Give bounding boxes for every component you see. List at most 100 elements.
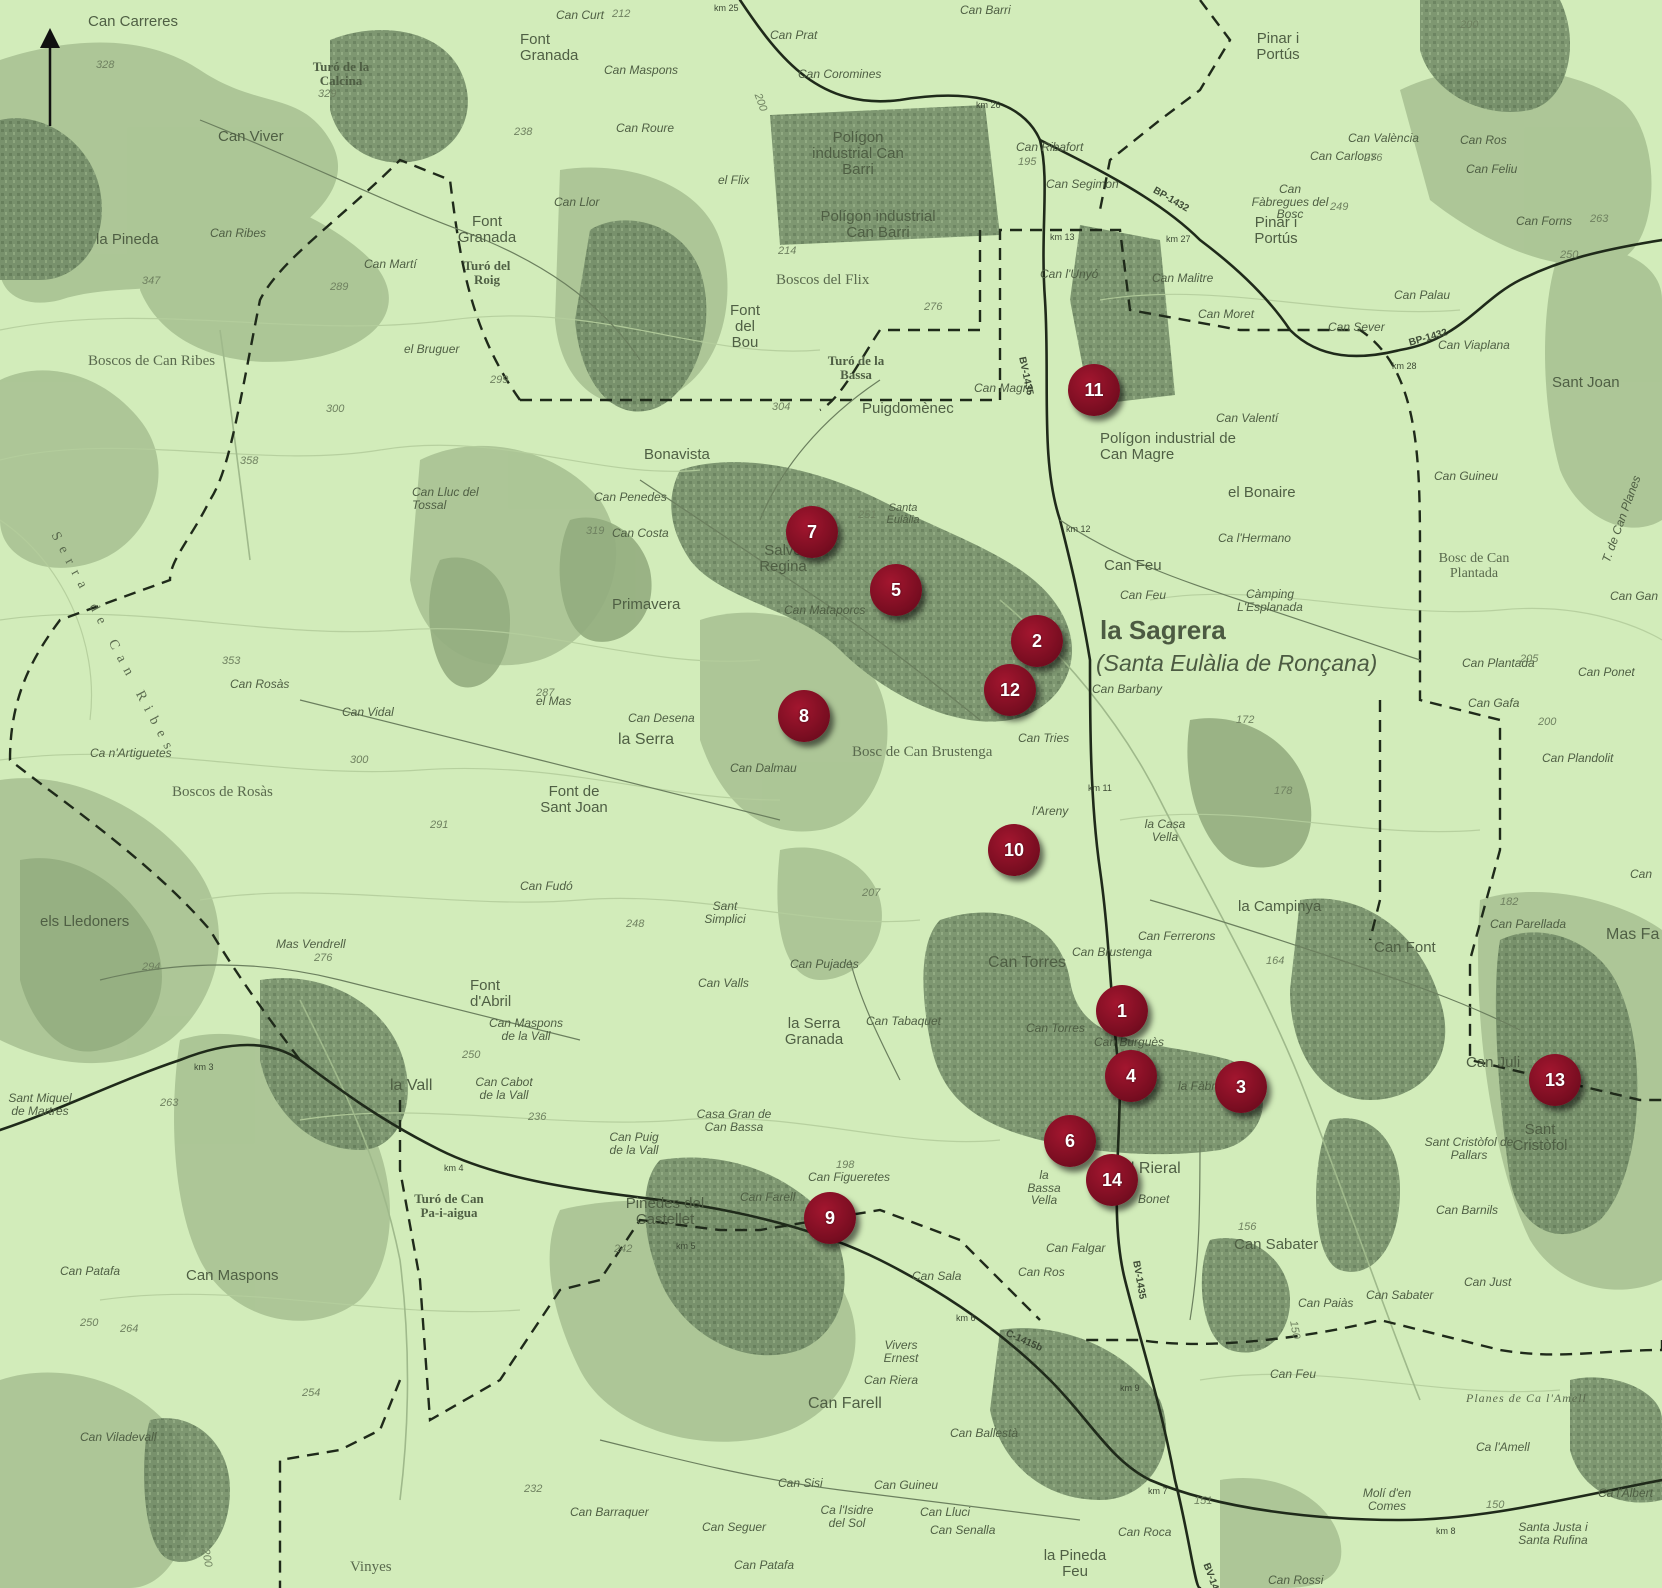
- place-label: Can Patafa: [60, 1264, 121, 1278]
- place-label: el Bonaire: [1228, 484, 1296, 501]
- km-mark: km 7: [1148, 1486, 1168, 1496]
- elevation-label: 254: [302, 1387, 321, 1399]
- place-label: Pinar i Portús: [1256, 30, 1300, 63]
- place-label: Primavera: [612, 596, 681, 613]
- place-label: Can Roca: [1118, 1525, 1172, 1539]
- place-label: Bosc de Can Brustenga: [852, 744, 993, 760]
- place-label: Can Curt: [556, 8, 605, 22]
- km-mark: km 11: [1088, 783, 1112, 793]
- place-label: Can Feliu: [1466, 162, 1518, 176]
- place-label: Sant Cristòfol: [1512, 1121, 1568, 1154]
- place-label: Can Guineu: [1434, 469, 1499, 483]
- km-mark: km 13: [1050, 232, 1075, 242]
- elevation-label: 250: [80, 1317, 99, 1329]
- map-marker-2[interactable]: 2: [1011, 615, 1063, 667]
- place-label: Can Penedes: [594, 490, 667, 504]
- place-label: el Mas: [536, 694, 572, 708]
- place-label: Can Gafa: [1468, 696, 1520, 710]
- place-label: Boscos de Rosàs: [172, 784, 273, 800]
- place-label: la Pineda: [96, 231, 159, 248]
- place-label: Can Tabaquet: [866, 1014, 941, 1028]
- km-mark: km 6: [956, 1313, 976, 1323]
- elevation-label: 200: [1538, 716, 1557, 728]
- place-label: Can Juli: [1466, 1054, 1521, 1071]
- map-marker-7[interactable]: 7: [786, 506, 838, 558]
- town-subtitle: (Santa Eulàlia de Ronçana): [1096, 650, 1378, 676]
- place-label: Can Segimon: [1046, 177, 1119, 191]
- elevation-label: 250: [1560, 249, 1579, 261]
- elevation-label: 182: [1500, 896, 1519, 908]
- place-label: Font Granada: [457, 213, 517, 246]
- elevation-label: 172: [1236, 714, 1255, 726]
- elevation-label: 287: [536, 687, 555, 699]
- marker-label: 1: [1116, 1000, 1127, 1021]
- place-label: Can Riera: [864, 1373, 919, 1387]
- place-label: Can Guineu: [874, 1478, 939, 1492]
- map-marker-10[interactable]: 10: [988, 824, 1040, 876]
- place-label: Can Font: [1374, 939, 1436, 956]
- elevation-label: 249: [1330, 201, 1349, 213]
- place-label: Can Carlons: [1310, 149, 1377, 163]
- place-label: Ca l'Isidre del Sol: [820, 1503, 874, 1530]
- km-mark: km 25: [714, 3, 739, 13]
- place-label: Can Parellada: [1490, 917, 1567, 931]
- place-label: Can Maspons: [604, 63, 679, 77]
- km-mark: km 9: [1120, 1383, 1140, 1393]
- elevation-label: 242: [614, 1243, 633, 1255]
- map-marker-8[interactable]: 8: [778, 690, 830, 742]
- elevation-label: 164: [1266, 955, 1285, 967]
- map-marker-1[interactable]: 1: [1096, 985, 1148, 1037]
- place-label: Sant Joan: [1552, 374, 1620, 391]
- map-marker-12[interactable]: 12: [984, 664, 1036, 716]
- elevation-label: 289: [330, 281, 349, 293]
- place-label: Can Ferrerons: [1138, 929, 1216, 943]
- place-label: la Bassa Vella: [1027, 1168, 1061, 1208]
- place-label: Can Dalmau: [730, 761, 797, 775]
- place-label: Can Farell: [808, 1395, 882, 1412]
- map-marker-6[interactable]: 6: [1044, 1115, 1096, 1167]
- marker-label: 4: [1125, 1065, 1136, 1086]
- map-marker-5[interactable]: 5: [870, 564, 922, 616]
- place-label: Can Prat: [770, 28, 818, 42]
- elevation-label: 353: [222, 655, 241, 667]
- place-label: Can València: [1348, 131, 1419, 145]
- place-label: la Vall: [390, 1077, 433, 1094]
- place-label: Font d'Abril: [470, 977, 512, 1010]
- place-label: Can Falgar: [1046, 1241, 1106, 1255]
- place-label: Polígon industrial Can Barri: [820, 208, 936, 241]
- km-mark: km 27: [1166, 234, 1191, 244]
- place-label: Santa Justa i Santa Rufina: [1518, 1520, 1588, 1547]
- town-name: la Sagrera: [1100, 615, 1226, 645]
- marker-label: 10: [1003, 839, 1025, 860]
- place-label: Can Valentí: [1216, 411, 1279, 425]
- place-label: Can Burguès: [1094, 1035, 1165, 1049]
- map-marker-9[interactable]: 9: [804, 1192, 856, 1244]
- place-label: Can Feu: [1104, 557, 1162, 574]
- place-label: Can Fàbregues del Bosc: [1251, 182, 1329, 222]
- elevation-label: 300: [326, 403, 345, 415]
- place-label: Can Viladevall: [80, 1430, 157, 1444]
- map-marker-3[interactable]: 3: [1215, 1061, 1267, 1113]
- map-marker-4[interactable]: 4: [1105, 1050, 1157, 1102]
- elevation-label: 236: [528, 1111, 547, 1123]
- map-marker-14[interactable]: 14: [1086, 1154, 1138, 1206]
- marker-label: 13: [1544, 1069, 1566, 1090]
- place-label: Can Puig de la Vall: [609, 1130, 659, 1157]
- place-label: Turó de la Bassa: [827, 353, 885, 382]
- place-label: Can Torres: [988, 954, 1066, 971]
- map-marker-13[interactable]: 13: [1529, 1054, 1581, 1106]
- place-label: Can Sabater: [1234, 1236, 1319, 1253]
- place-label: Can Ros: [1460, 133, 1507, 147]
- marker-label: 5: [890, 579, 901, 600]
- place-label: la Pineda Feu: [1043, 1547, 1107, 1580]
- place-label: Can Roure: [616, 121, 675, 135]
- elevation-label: 198: [836, 1159, 855, 1171]
- place-label: Can Cabot de la Vall: [475, 1075, 533, 1102]
- place-label: Turó del Roig: [463, 258, 511, 287]
- map-marker-11[interactable]: 11: [1068, 364, 1120, 416]
- elevation-label: 300: [350, 754, 369, 766]
- km-mark: km 3: [194, 1062, 214, 1072]
- place-label: Can Plandolit: [1542, 751, 1614, 765]
- elevation-label: 214: [778, 245, 797, 257]
